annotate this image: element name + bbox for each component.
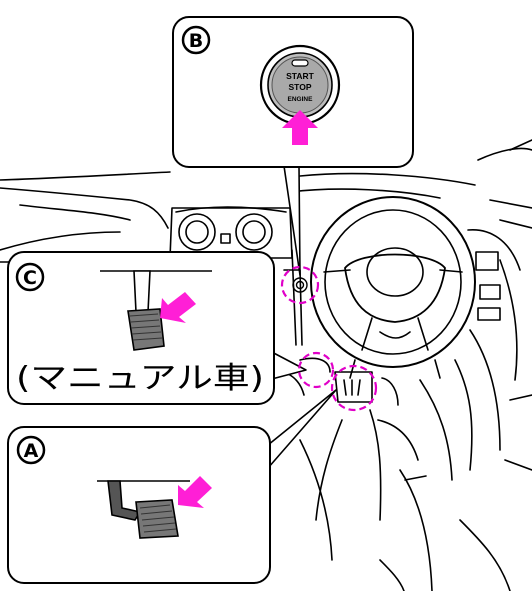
engine-button-text-line3: ENGINE	[288, 96, 314, 103]
engine-button-text-line2: STOP	[289, 82, 312, 92]
callout-a-badge	[16, 435, 46, 465]
callout-c-badge	[15, 262, 45, 292]
clutch-pedal-illustration	[127, 270, 165, 351]
brake-pedal-illustration	[107, 480, 179, 539]
engine-button-indicator	[291, 59, 309, 67]
callout-b-badge	[181, 25, 211, 55]
callout-b-letter: B	[189, 30, 203, 52]
callout-a-letter: A	[24, 440, 39, 462]
engine-button-text-line1: START	[286, 71, 315, 81]
dash-start-button-icon	[292, 277, 308, 293]
callout-box-b: B START STOP ENGINE	[172, 16, 414, 168]
start-button-highlight	[280, 265, 320, 305]
press-arrow-icon	[160, 292, 196, 323]
clutch-highlight	[297, 351, 335, 389]
press-arrow-icon	[178, 476, 212, 508]
callout-box-a: A	[7, 426, 271, 584]
brake-highlight	[330, 364, 378, 412]
callout-box-c: C (マニュアル車)	[7, 251, 275, 405]
push-arrow-icon	[282, 110, 318, 145]
manual-car-caption: (マニュアル車)	[16, 361, 264, 396]
dashed-highlight-circles	[280, 265, 378, 412]
dashboard-illustration	[0, 139, 532, 591]
engine-start-button: START STOP ENGINE	[259, 44, 341, 126]
callout-c-letter: C	[23, 267, 37, 289]
